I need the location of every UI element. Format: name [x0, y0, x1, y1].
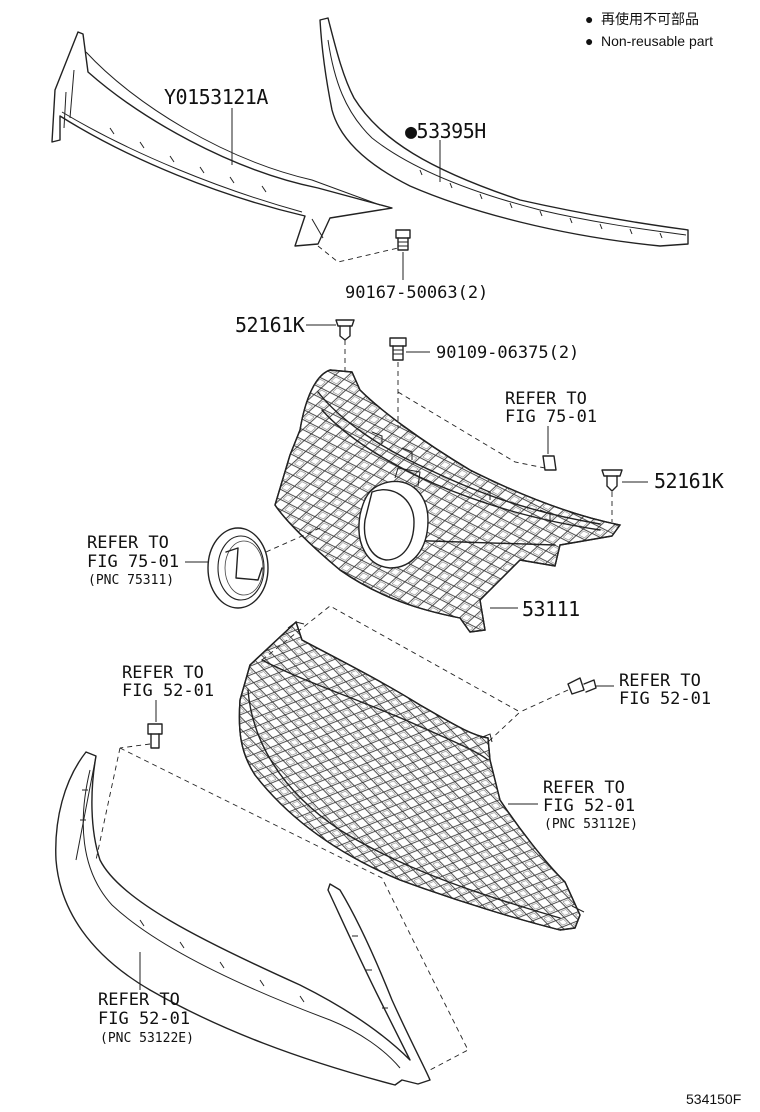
legend-text-en: Non-reusable part [601, 33, 713, 49]
label-90167-50063: 90167-50063(2) [345, 283, 488, 303]
label-refer-fig52-right-1: REFER TO [619, 671, 701, 691]
label-refer-fig75-left-1: REFER TO [87, 533, 169, 553]
label-refer-fig52-left-1: REFER TO [122, 663, 204, 683]
dash-lower-grille [261, 605, 521, 743]
label-refer-fig52-mid-2: FIG 52-01 [543, 796, 635, 816]
radiator-grille-lower [238, 620, 585, 931]
label-refer-fig52-bottom-2: FIG 52-01 [98, 1009, 190, 1029]
label-52161k-left: 52161K [235, 313, 305, 337]
label-refer-fig52-bottom-3: (PNC 53122E) [100, 1031, 194, 1046]
legend: ● 再使用不可部品 ● Non-reusable part [585, 11, 713, 49]
dash-nut [397, 391, 546, 469]
label-refer-fig52-mid-1: REFER TO [543, 778, 625, 798]
label-refer-fig52-bottom-1: REFER TO [98, 990, 180, 1010]
dash-surround-left [95, 747, 121, 861]
radiator-grille-upper [274, 369, 622, 633]
label-refer-fig52-right-2: FIG 52-01 [619, 689, 711, 709]
grille-upper-molding-left [51, 31, 393, 247]
screw-90167-icon [395, 229, 411, 251]
dash-emblem [265, 527, 321, 553]
label-refer-fig75-left-2: FIG 75-01 [87, 552, 179, 572]
nut-icon [542, 455, 557, 471]
dash-90167 [317, 245, 399, 263]
dash-surround-right [119, 747, 469, 1071]
legend-symbol-1: ● [585, 11, 593, 27]
bolt-right-icon [567, 677, 597, 695]
label-refer-fig52-mid-3: (PNC 53112E) [544, 817, 638, 832]
label-53111: 53111 [522, 597, 580, 621]
legend-text-jp: 再使用不可部品 [601, 11, 699, 27]
label-refer-fig75-right-2: FIG 75-01 [505, 407, 597, 427]
label-refer-fig52-left-2: FIG 52-01 [122, 681, 214, 701]
emblem [207, 527, 269, 609]
clip-52161k-left-icon [335, 319, 355, 341]
label-y0153121a: Y0153121A [164, 85, 268, 109]
dash-bolt-left [119, 743, 151, 749]
screw-90109-icon [389, 337, 407, 361]
label-refer-fig75-left-3: (PNC 75311) [88, 573, 174, 588]
figure-code: 534150F [686, 1091, 741, 1107]
clip-52161k-right-icon [601, 469, 623, 492]
legend-symbol-2: ● [585, 33, 593, 49]
label-53395h: ●53395H [405, 119, 486, 143]
grille-lower-surround-molding [55, 751, 431, 1086]
label-52161k-right: 52161K [654, 469, 724, 493]
label-refer-fig75-right-1: REFER TO [505, 389, 587, 409]
label-90109-06375: 90109-06375(2) [436, 343, 579, 363]
dash-bolt-right [519, 689, 569, 713]
grille-upper-molding-right [319, 17, 689, 247]
bolt-left-icon [147, 723, 163, 749]
